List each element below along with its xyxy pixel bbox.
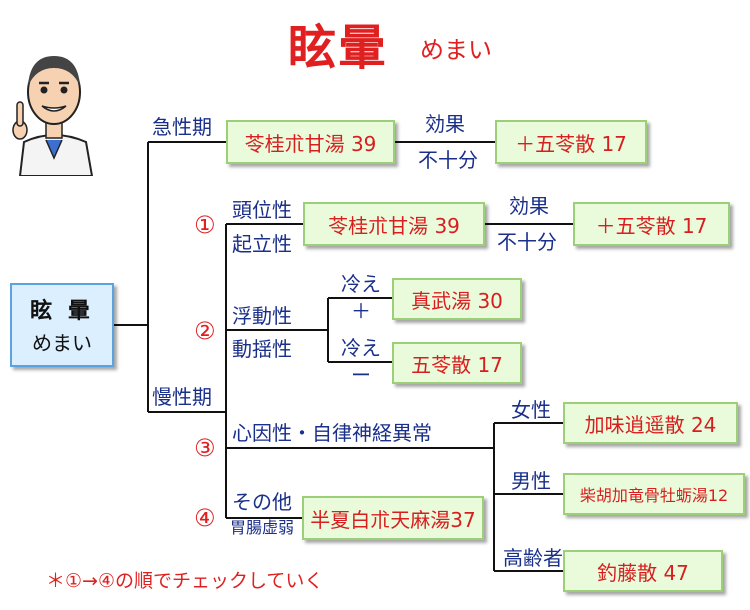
med-box-type1-first: 苓桂朮甘湯 39 bbox=[303, 202, 485, 246]
type3-number: ③ bbox=[194, 434, 216, 462]
phase-chronic: 慢性期 bbox=[152, 385, 212, 409]
page-subtitle: めまい bbox=[420, 36, 492, 64]
type4-sublabel: 胃腸虚弱 bbox=[230, 518, 295, 537]
med-box-type2-nocold: 五苓散 17 bbox=[392, 342, 522, 384]
acute-condition-bottom: 不十分 bbox=[418, 148, 478, 172]
root-node: 眩 暈 めまい bbox=[10, 283, 114, 367]
type3-cond-elderly: 高齢者 bbox=[503, 546, 563, 570]
type2-cond1-top: 冷え bbox=[341, 272, 381, 296]
root-sublabel: めまい bbox=[32, 331, 92, 355]
type1-condition-bottom: 不十分 bbox=[497, 230, 557, 254]
type1-condition-top: 効果 bbox=[509, 194, 549, 218]
page-title: 眩暈 bbox=[288, 20, 389, 76]
med-box-type2-warm: 真武湯 30 bbox=[392, 278, 522, 320]
footnote: ＊①→④の順でチェックしていく bbox=[46, 570, 324, 592]
type3-cond-male: 男性 bbox=[511, 469, 551, 493]
type1-label-b: 起立性 bbox=[232, 232, 292, 256]
type2-cond1-bottom: ＋ bbox=[351, 299, 371, 323]
med-box-type4: 半夏白朮天麻湯37 bbox=[302, 496, 484, 540]
type1-label-a: 頭位性 bbox=[232, 198, 292, 222]
med-box-type3-male: 柴胡加竜骨牡蛎湯12 bbox=[563, 473, 745, 515]
type4-label: その他 bbox=[232, 490, 292, 514]
type3-cond-female: 女性 bbox=[511, 398, 551, 422]
type4-number: ④ bbox=[194, 504, 216, 532]
type1-number: ① bbox=[194, 211, 216, 239]
med-box-acute-first: 苓桂朮甘湯 39 bbox=[226, 120, 395, 164]
root-label: 眩 暈 bbox=[30, 299, 94, 324]
type2-label-b: 動揺性 bbox=[232, 337, 292, 361]
type2-number: ② bbox=[194, 317, 216, 345]
type3-label: 心因性・自律神経異常 bbox=[232, 421, 432, 445]
type2-cond2-top: 冷え bbox=[341, 336, 381, 360]
med-box-type1-next: ＋五苓散 17 bbox=[573, 202, 730, 246]
type2-cond2-bottom: ー bbox=[351, 363, 371, 387]
phase-acute: 急性期 bbox=[152, 115, 212, 139]
med-box-type3-elderly: 釣藤散 47 bbox=[563, 550, 723, 592]
acute-condition-top: 効果 bbox=[425, 112, 465, 136]
med-box-type3-female: 加味逍遥散 24 bbox=[563, 402, 738, 444]
doctor-illustration bbox=[12, 56, 94, 176]
type2-label-a: 浮動性 bbox=[232, 304, 292, 328]
med-box-acute-next: ＋五苓散 17 bbox=[495, 120, 647, 164]
